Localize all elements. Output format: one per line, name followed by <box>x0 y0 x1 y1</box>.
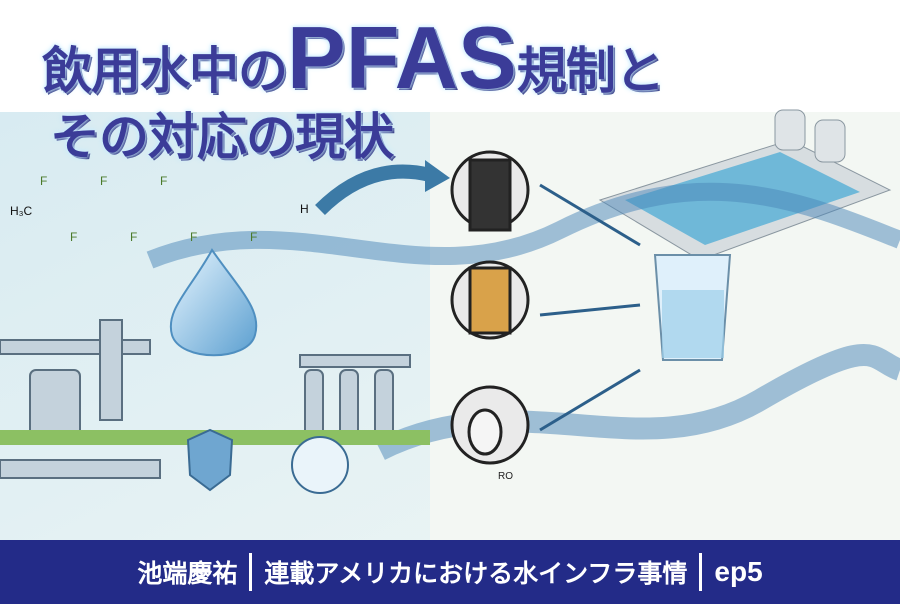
author-name: 池端慶祐 <box>137 559 238 588</box>
fluorine-atom: F <box>160 174 168 188</box>
fluorine-atom: F <box>190 230 198 244</box>
molecule-right-group: H <box>300 202 309 216</box>
filters <box>450 150 530 465</box>
title-line-1: 飲用水中のPFAS規制と <box>42 12 665 104</box>
title-prefix: 飲用水中の <box>42 42 288 100</box>
title-line-2: その対応の現状 <box>50 108 394 166</box>
fluorine-atom: F <box>40 174 48 188</box>
illustration <box>0 109 900 540</box>
fluorine-atom: F <box>250 230 258 244</box>
fluorine-atom: F <box>100 174 108 188</box>
title-suffix: 規制と <box>516 42 665 100</box>
molecule-left-group: H₃C <box>10 204 33 218</box>
episode-label: ep5 <box>714 556 763 587</box>
footer-bar: 池端慶祐 連載アメリカにおける水インフラ事情 ep5 <box>0 540 900 604</box>
divider <box>699 553 703 591</box>
divider <box>249 553 253 591</box>
series-name: 連載アメリカにおける水インフラ事情 <box>264 559 688 588</box>
pipes <box>0 319 411 479</box>
molecule-diagram: H₃C H F F F F F F F <box>10 174 310 246</box>
water-drop-icon <box>169 248 258 357</box>
water-badge-icon <box>291 436 349 494</box>
title-pfas: PFAS <box>287 8 517 107</box>
fluorine-atom: F <box>130 230 138 244</box>
ro-label: RO <box>498 471 513 482</box>
arrow-icon <box>315 164 432 216</box>
shield-icon <box>186 428 234 492</box>
flow-arrows <box>539 183 641 432</box>
fluorine-atom: F <box>70 230 78 244</box>
